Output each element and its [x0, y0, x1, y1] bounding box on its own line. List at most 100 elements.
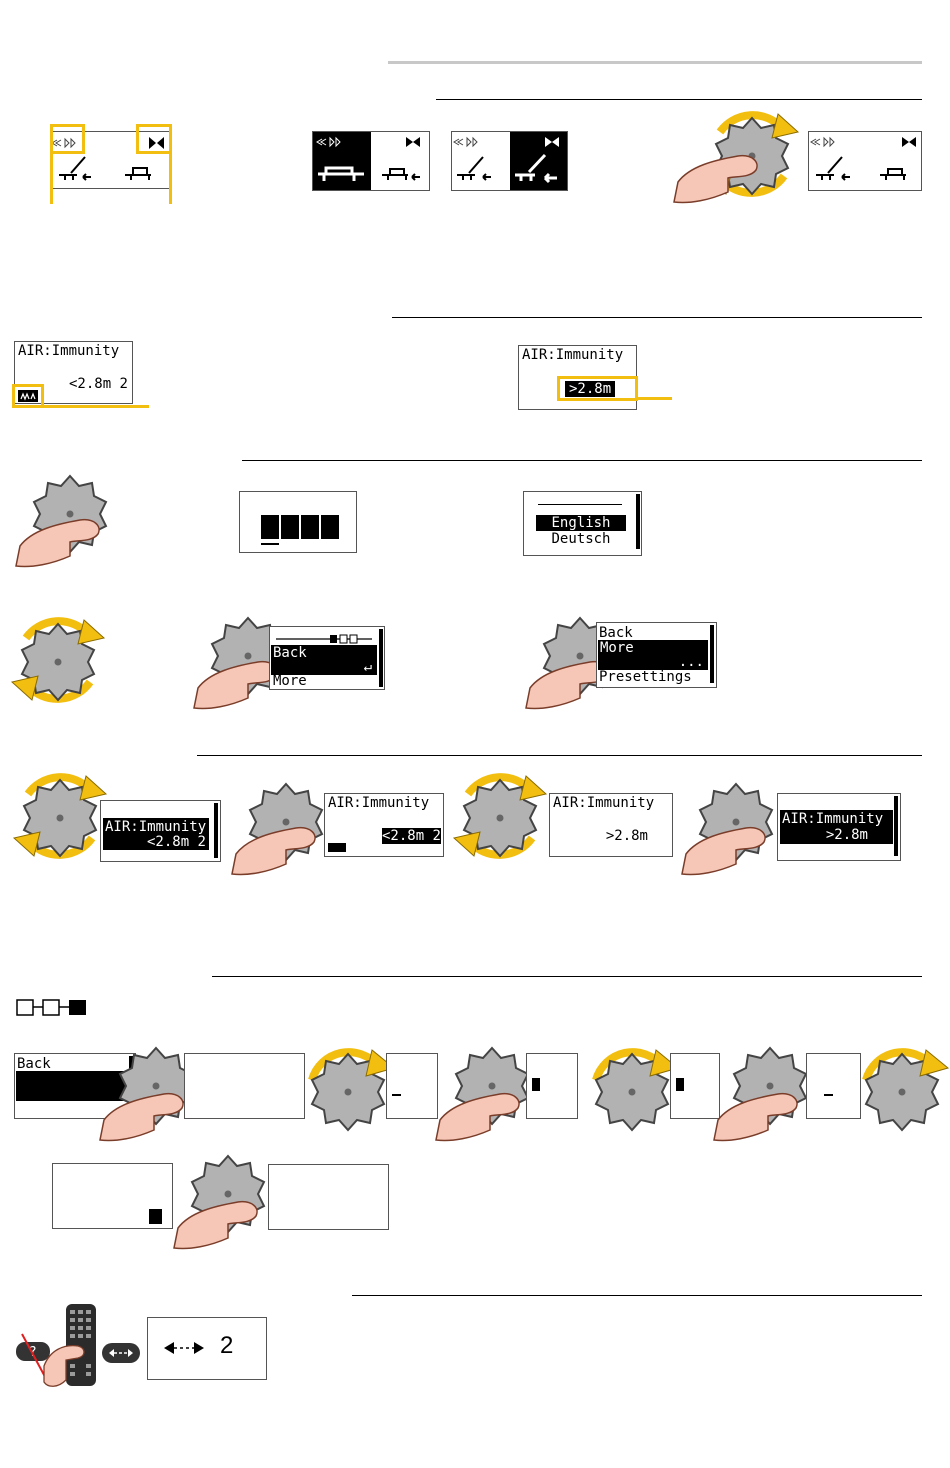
left-right-arrows-icon: [164, 1342, 204, 1354]
menu-item-presettings: Presettings: [599, 669, 692, 685]
section-rule-5: [212, 976, 922, 977]
screen-selected-block: [780, 810, 893, 844]
highlight-line-right: [169, 152, 172, 204]
highlight-value: [557, 376, 638, 401]
highlight-position-right: [136, 124, 172, 154]
remote-control-icon: [43, 1304, 96, 1387]
enter-icon: ↵: [363, 659, 372, 675]
menu-item-more: More: [600, 640, 634, 656]
spring-right-icon: [125, 167, 151, 180]
section-rule-1: [436, 99, 922, 100]
screen-divider: [538, 504, 622, 505]
position-arrows-icon: [453, 136, 478, 148]
section-rule-6: [352, 1295, 922, 1296]
top-gray-rule: [388, 61, 922, 64]
screen-title: AIR:Immunity: [782, 811, 884, 827]
position-screen-1-graphics: [51, 137, 164, 181]
press-knob-icon: [173, 1160, 268, 1250]
position-arrows-icon: [810, 136, 835, 148]
code-screen-cursor-2: [806, 1053, 861, 1119]
center-arrows-icon: [149, 137, 164, 149]
air-immunity-screen-6: AIR:Immunity >2.8m: [777, 793, 901, 861]
position-screen-3-graphics: [453, 132, 567, 190]
rotate-knob-icon: [11, 612, 105, 708]
press-knob-icon: [681, 786, 776, 876]
rotate-knob-icon: [308, 1048, 396, 1134]
code-screen-block-2: [670, 1053, 720, 1119]
menu-ellipsis: ...: [678, 654, 704, 670]
section-rule-2: [392, 317, 922, 318]
left-right-arrows-icon: [102, 1343, 140, 1363]
screen-value: >2.8m: [605, 828, 648, 844]
screen-value: >2.8m: [825, 827, 868, 843]
scrollbar: [214, 803, 218, 858]
press-knob-icon: [15, 478, 110, 568]
remote-display-screen: 2: [147, 1317, 267, 1380]
remote-display-value: 2: [220, 1332, 234, 1359]
highlight-wave-icon: [12, 384, 44, 408]
section-rule-3: [242, 460, 922, 461]
air-immunity-screen-1: AIR:Immunity <2.8m 2: [14, 341, 133, 404]
position-screen-2-graphics: [313, 132, 420, 190]
code-block: [532, 1078, 540, 1091]
press-knob-icon: [231, 786, 326, 876]
code-screen-blank: [184, 1053, 305, 1119]
center-arrows-icon: [902, 137, 916, 147]
menu-screen-more: Back More ... Presettings: [596, 622, 717, 688]
language-option-selected: English: [536, 515, 626, 531]
rotate-knob-icon: [592, 1048, 680, 1134]
scrollbar: [894, 796, 898, 856]
code-block: [676, 1078, 684, 1091]
highlight-line-left: [50, 152, 53, 204]
menu-item-back: Back: [599, 625, 633, 641]
air-immunity-screen-3: AIR:Immunity <2.8m 2: [100, 800, 221, 862]
air-immunity-screen-4: AIR:Immunity <2.8m 2: [324, 793, 444, 857]
screen-value-selected: >2.8m: [565, 381, 616, 397]
code-screen-block-1: [526, 1053, 578, 1119]
center-arrows-icon: [545, 137, 559, 147]
code-screen-done: [268, 1164, 389, 1230]
position-arrows-icon: [316, 136, 341, 148]
highlight-leader-2: [636, 397, 672, 400]
screen-title: AIR:Immunity: [553, 795, 655, 811]
rotate-knob-icon: [13, 768, 107, 864]
screen-title: AIR:Immunity: [328, 795, 430, 811]
menu-item-selected: [16, 1071, 128, 1101]
press-knob-icon: [713, 1052, 818, 1142]
menu-item-back: Back: [273, 645, 307, 661]
wave-field-icon: [328, 843, 346, 852]
screen-value: <2.8m 2: [68, 376, 128, 392]
position-arrows-icon: [51, 137, 76, 149]
language-screen: English Deutsch: [523, 491, 642, 556]
menu-item-more: More: [273, 673, 307, 689]
scrollbar: [379, 629, 383, 687]
press-knob-icon: [435, 1052, 540, 1142]
code-entry-blocks: [261, 515, 339, 545]
scrollbar: [636, 494, 640, 549]
menu-item-back: Back: [17, 1056, 51, 1072]
code-screen-cursor: [386, 1053, 438, 1119]
language-option: Deutsch: [551, 531, 611, 547]
cursor: [392, 1094, 401, 1096]
screen-title: AIR:Immunity: [105, 819, 207, 835]
rotate-knob-icon: [453, 768, 547, 864]
screen-value: <2.8m 2: [146, 834, 206, 850]
wave-field-icon: [18, 390, 38, 402]
code-sequence-icon: [16, 999, 86, 1016]
code-block: [149, 1209, 162, 1224]
air-immunity-screen-5: AIR:Immunity >2.8m: [549, 793, 673, 857]
center-arrows-icon: [406, 137, 420, 147]
screen-title: AIR:Immunity: [522, 347, 624, 363]
cursor: [824, 1094, 833, 1096]
menu-position-indicator: [276, 634, 372, 644]
menu-screen-back: Back ↵ More: [269, 626, 385, 690]
menu-item-selected: [598, 640, 708, 670]
code-screen-final: [52, 1163, 173, 1229]
rotate-knob-icon: [862, 1048, 950, 1134]
position-screen-4-graphics: [810, 136, 916, 181]
screen-value-selected: <2.8m 2: [381, 828, 441, 844]
rotate-press-knob-icon: [673, 108, 799, 204]
section-rule-4: [197, 755, 922, 756]
highlight-leader-1: [42, 405, 149, 408]
highlight-position-left: [50, 124, 85, 154]
